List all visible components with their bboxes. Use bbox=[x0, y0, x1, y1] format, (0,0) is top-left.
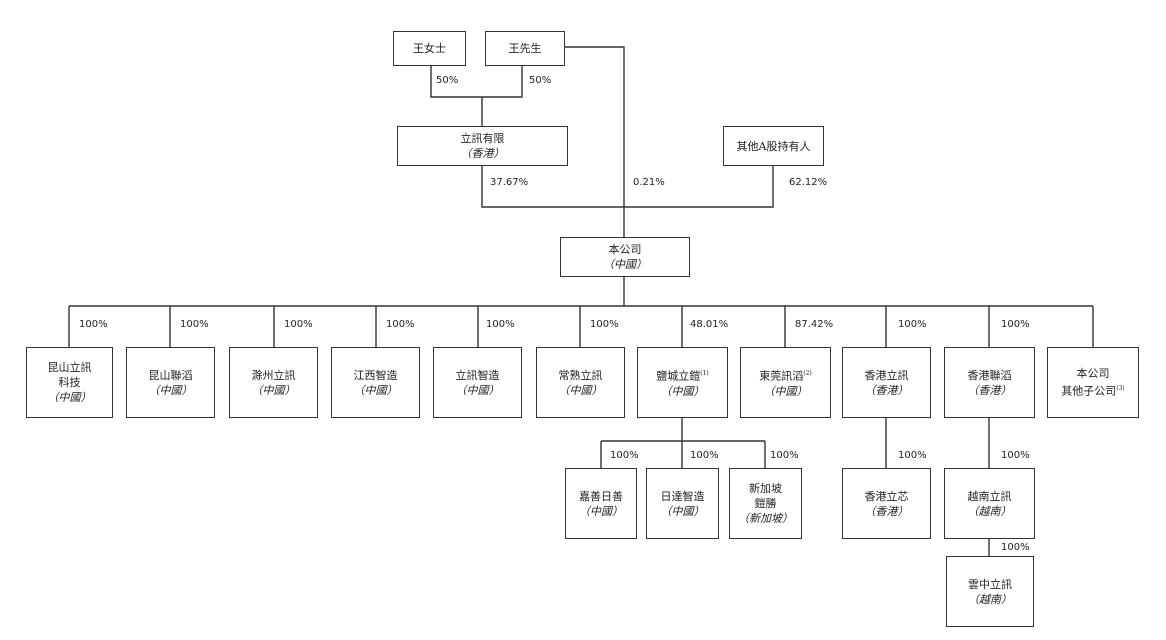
entity-name: 滁州立訊 bbox=[251, 368, 296, 382]
entity-jurisdiction: （中國） bbox=[763, 384, 808, 398]
pct-jiashan: 100% bbox=[610, 450, 639, 461]
pct-mr-wang: 50% bbox=[529, 75, 552, 86]
entity-jiangxi-zhizao: 江西智造 （中國） bbox=[331, 347, 420, 418]
pct-luxshare-zhizao: 100% bbox=[486, 319, 515, 330]
entity-jiashan-rishan: 嘉善日善 （中國） bbox=[565, 468, 637, 539]
entity-kunshan-luxshare-tech: 昆山立訊 科技 （中國） bbox=[26, 347, 113, 418]
pct-kunshan-tech: 100% bbox=[79, 319, 108, 330]
entity-luxshare-ltd: 立訊有限 （香港） bbox=[397, 126, 568, 166]
entity-mr-wang: 王先生 bbox=[485, 31, 565, 66]
entity-jurisdiction: （越南） bbox=[968, 592, 1012, 606]
entity-name: 嘉善日善 bbox=[579, 489, 623, 503]
entity-name: 昆山聯滔 bbox=[148, 368, 193, 382]
entity-other-subsidiaries: 本公司 其他子公司(3) bbox=[1047, 347, 1139, 418]
pct-hk-lixin: 100% bbox=[898, 450, 927, 461]
pct-yunzhong: 100% bbox=[1001, 542, 1030, 553]
line-ltd-to-company bbox=[481, 165, 774, 208]
pct-dongguan: 87.42% bbox=[795, 319, 834, 330]
entity-jurisdiction: （中國） bbox=[148, 383, 193, 397]
pct-yuncheng: 48.01% bbox=[690, 319, 729, 330]
pct-chuzhou: 100% bbox=[284, 319, 313, 330]
entity-name: 新加坡 鎧勝 bbox=[749, 482, 782, 510]
entity-name: 常熟立訊 bbox=[558, 368, 603, 382]
entity-luxshare-zhizao: 立訊智造 （中國） bbox=[433, 347, 522, 418]
entity-ms-wang: 王女士 bbox=[393, 31, 466, 66]
entity-jurisdiction: （香港） bbox=[864, 383, 909, 397]
entity-company: 本公司 （中國） bbox=[560, 237, 690, 277]
entity-jurisdiction: （中國） bbox=[251, 383, 296, 397]
line-ms-wang bbox=[430, 65, 523, 98]
entity-name: 雲中立訊 bbox=[968, 577, 1012, 591]
entity-jurisdiction: （中國） bbox=[455, 383, 500, 397]
entity-name: 江西智造 bbox=[353, 368, 398, 382]
entity-singapore-kaisheng: 新加坡 鎧勝 （新加坡） bbox=[729, 468, 802, 539]
entity-name: 王先生 bbox=[508, 42, 542, 55]
entity-name: 王女士 bbox=[413, 42, 446, 55]
entity-vietnam-luxshare: 越南立訊 （越南） bbox=[944, 468, 1035, 539]
entity-hk-lianyong: 香港聯滔 （香港） bbox=[944, 347, 1035, 418]
entity-jurisdiction: （中國） bbox=[353, 383, 398, 397]
entity-rida-zhizao: 日達智造 （中國） bbox=[646, 468, 719, 539]
entity-jurisdiction: （香港） bbox=[460, 147, 505, 160]
entity-name: 香港立芯 bbox=[864, 489, 909, 503]
pct-rida: 100% bbox=[690, 450, 719, 461]
entity-name: 立訊有限 bbox=[460, 132, 505, 145]
entity-dongguan-xuntao: 東莞訊滔(2) （中國） bbox=[740, 347, 831, 418]
entity-name: 東莞訊滔(2) bbox=[759, 369, 812, 383]
entity-jurisdiction: （中國） bbox=[579, 504, 623, 518]
entity-changshu-luxshare: 常熟立訊 （中國） bbox=[536, 347, 625, 418]
entity-name: 立訊智造 bbox=[455, 368, 500, 382]
entity-jurisdiction: （中國） bbox=[47, 391, 92, 404]
pct-kunshan-lianyong: 100% bbox=[180, 319, 209, 330]
pct-jiangxi: 100% bbox=[386, 319, 415, 330]
entity-name: 本公司 其他子公司(3) bbox=[1061, 367, 1125, 398]
entity-jurisdiction: （越南） bbox=[967, 504, 1012, 518]
pct-others-to-company: 62.12% bbox=[789, 177, 828, 188]
entity-name: 香港立訊 bbox=[864, 368, 909, 382]
entity-jurisdiction: （中國） bbox=[660, 504, 705, 518]
connector-lines bbox=[68, 46, 1094, 556]
pct-ltd-to-company: 37.67% bbox=[490, 177, 529, 188]
pct-singapore: 100% bbox=[770, 450, 799, 461]
pct-hk-luxshare: 100% bbox=[898, 319, 927, 330]
entity-name: 本公司 bbox=[608, 243, 642, 256]
pct-changshu: 100% bbox=[590, 319, 619, 330]
entity-name: 鹽城立鎧(1) bbox=[656, 369, 709, 383]
entity-kunshan-lianyong: 昆山聯滔 （中國） bbox=[126, 347, 215, 418]
entity-hk-lixin: 香港立芯 （香港） bbox=[842, 468, 931, 539]
entity-jurisdiction: （中國） bbox=[660, 384, 705, 398]
entity-yuncheng-luxshare: 鹽城立鎧(1) （中國） bbox=[637, 347, 728, 418]
entity-name: 香港聯滔 bbox=[967, 368, 1012, 382]
entity-jurisdiction: （新加坡） bbox=[738, 512, 793, 525]
entity-yunzhong-luxshare: 雲中立訊 （越南） bbox=[946, 556, 1034, 627]
entity-name: 昆山立訊 科技 bbox=[47, 361, 92, 389]
entity-other-a-holders: 其他A股持有人 bbox=[723, 126, 824, 166]
entity-hk-luxshare: 香港立訊 （香港） bbox=[842, 347, 931, 418]
entity-chuzhou-luxshare: 滁州立訊 （中國） bbox=[229, 347, 318, 418]
entity-name: 日達智造 bbox=[660, 489, 705, 503]
pct-vietnam: 100% bbox=[1001, 450, 1030, 461]
entity-jurisdiction: （中國） bbox=[603, 258, 647, 271]
line-mr-wang-to-company bbox=[564, 46, 625, 237]
pct-mr-wang-to-company: 0.21% bbox=[633, 177, 665, 188]
pct-ms-wang: 50% bbox=[436, 75, 459, 86]
pct-hk-lianyong: 100% bbox=[1001, 319, 1030, 330]
entity-jurisdiction: （中國） bbox=[558, 383, 603, 397]
entity-jurisdiction: （香港） bbox=[967, 383, 1012, 397]
entity-jurisdiction: （香港） bbox=[864, 504, 909, 518]
entity-name: 越南立訊 bbox=[967, 489, 1012, 503]
entity-name: 其他A股持有人 bbox=[736, 139, 811, 153]
